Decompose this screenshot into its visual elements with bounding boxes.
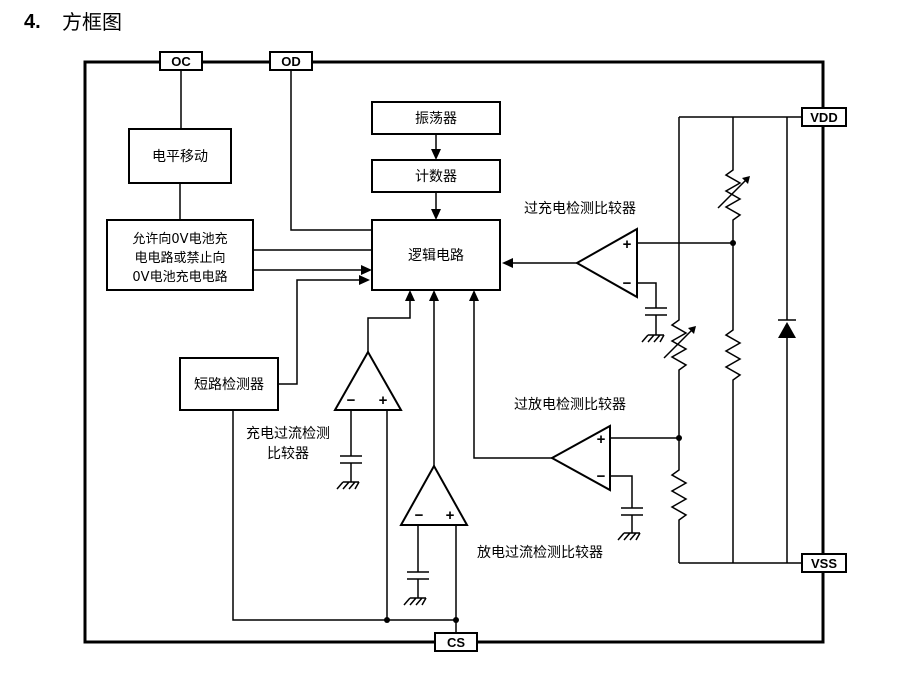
charge-oc-label-2: 比较器 — [267, 446, 309, 462]
level-shift-block — [128, 128, 232, 184]
logic-block — [371, 219, 501, 291]
divider-overdischarge — [670, 117, 688, 563]
overcharge-minus: − — [623, 275, 632, 292]
zero-v-line1: 允许向0V电池充 — [132, 231, 227, 247]
counter-label: 计数器 — [415, 169, 457, 185]
dischgoc-reference-ground — [403, 571, 429, 606]
divider-overcharge — [724, 117, 742, 563]
section-number: 4. — [24, 11, 41, 33]
charge-overcurrent-comparator — [333, 349, 403, 411]
pin-cs-label: CS — [447, 635, 465, 650]
oscillator-label: 振荡器 — [415, 111, 457, 127]
discharge-overcurrent-comparator — [399, 463, 469, 526]
discharge-oc-plus: + — [446, 507, 455, 524]
pin-od-label: OD — [281, 54, 301, 69]
charge-oc-minus: − — [347, 392, 356, 409]
pin-oc-label: OC — [171, 54, 191, 69]
overdischarge-minus: − — [597, 468, 606, 485]
arrow-chgoc-logic — [405, 290, 415, 301]
node-cs-2 — [453, 617, 459, 623]
overdischarge-plus: + — [597, 431, 606, 448]
trim-arrowhead-2 — [688, 326, 696, 334]
pin-vdd-label: VDD — [810, 110, 837, 125]
arrow-dischgoc-logic — [429, 290, 439, 301]
protection-diode — [778, 322, 796, 338]
overdischarge-comparator — [549, 424, 611, 492]
trim-arrow-2 — [663, 327, 695, 359]
arrow-overchg-logic — [502, 258, 513, 268]
node-cs-1 — [384, 617, 390, 623]
overcharge-plus: + — [623, 236, 632, 253]
overdischarge-comparator-label: 过放电检测比较器 — [514, 397, 626, 413]
arrow-counter-logic — [431, 209, 441, 220]
wire-short-logic — [278, 279, 360, 385]
discharge-oc-minus: − — [415, 507, 424, 524]
pin-vss-label: VSS — [811, 556, 837, 571]
wire-cs-bus — [232, 410, 456, 621]
charge-oc-label-1: 充电过流检测 — [246, 426, 330, 442]
trim-arrowhead-1 — [742, 176, 750, 184]
wire-overdischg-logic — [473, 300, 552, 459]
wire-overdischg-ref — [610, 475, 633, 508]
overcharge-comparator — [574, 227, 638, 299]
wire-chgoc-logic — [367, 300, 411, 352]
short-detector-label: 短路检测器 — [194, 377, 264, 393]
zero-v-line2: 电电路或禁止向 — [134, 250, 225, 266]
overcharge-comparator-label: 过充电检测比较器 — [524, 201, 636, 217]
zero-v-charge-block — [106, 219, 254, 291]
arrow-osc-counter — [431, 149, 441, 160]
overdischg-reference-ground — [617, 507, 643, 541]
discharge-oc-label: 放电过流检测比较器 — [477, 545, 603, 561]
level-shift-label: 电平移动 — [152, 149, 208, 165]
section-title: 方框图 — [62, 10, 122, 34]
trim-arrow-1 — [717, 177, 749, 209]
wire-overchg-ref — [637, 282, 657, 308]
logic-label: 逻辑电路 — [408, 248, 464, 264]
wire-od-logic — [290, 70, 372, 231]
arrow-short-logic — [359, 275, 370, 285]
overchg-reference-ground — [641, 307, 667, 343]
arrow-into-logic — [361, 265, 372, 275]
short-detector-block — [179, 357, 279, 411]
arrow-overdischg-logic — [469, 290, 479, 301]
chgoc-reference-ground — [336, 455, 362, 490]
charge-oc-plus: + — [379, 392, 388, 409]
zero-v-line3: 0V电池充电电路 — [132, 269, 227, 285]
